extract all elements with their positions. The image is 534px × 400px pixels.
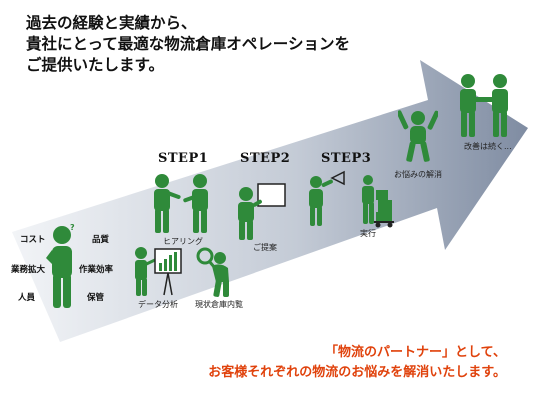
bottom-line-2: お客様それぞれの物流のお悩みを解消いたします。 [208,365,506,380]
issue-efficiency: 作業効率 [79,265,114,275]
step-1-label: STEP1 [158,151,209,166]
issue-staff: 人員 [18,293,36,303]
hearing-icon [154,174,208,233]
label-execution: 実行 [360,229,376,238]
title-line-1: 過去の経験と実績から、 [26,14,197,32]
improvement-icon [460,74,508,137]
step-3-label: STEP3 [321,151,372,166]
bottom-line-1: 「物流のパートナー」として、 [325,345,506,360]
step-2-label: STEP2 [240,151,291,166]
svg-text:?: ? [70,223,75,232]
issue-storage: 保管 [87,293,105,303]
label-proposal: ご提案 [253,243,277,252]
title-line-2: 貴社にとって最適な物流倉庫オペレーションを [26,35,350,53]
execution-icon [309,170,394,228]
label-data-analysis: データ分析 [138,300,178,309]
proposal-icon [238,183,286,240]
site-inspection-icon [196,247,229,297]
label-site-inspection: 現状倉庫内覧 [195,300,243,309]
issue-cost: コスト [20,235,46,245]
title-line-3: ご提供いたします。 [26,56,164,74]
resolution-icon [398,110,438,162]
issue-quality: 品質 [92,235,110,245]
label-improvement: 改善は続く... [464,142,512,151]
worried-person-icon: ? [46,223,75,308]
label-hearing: ヒアリング [163,237,203,246]
data-analysis-icon [135,247,182,296]
issue-expansion: 業務拡大 [11,265,46,275]
label-resolution: お悩みの解消 [394,170,442,179]
